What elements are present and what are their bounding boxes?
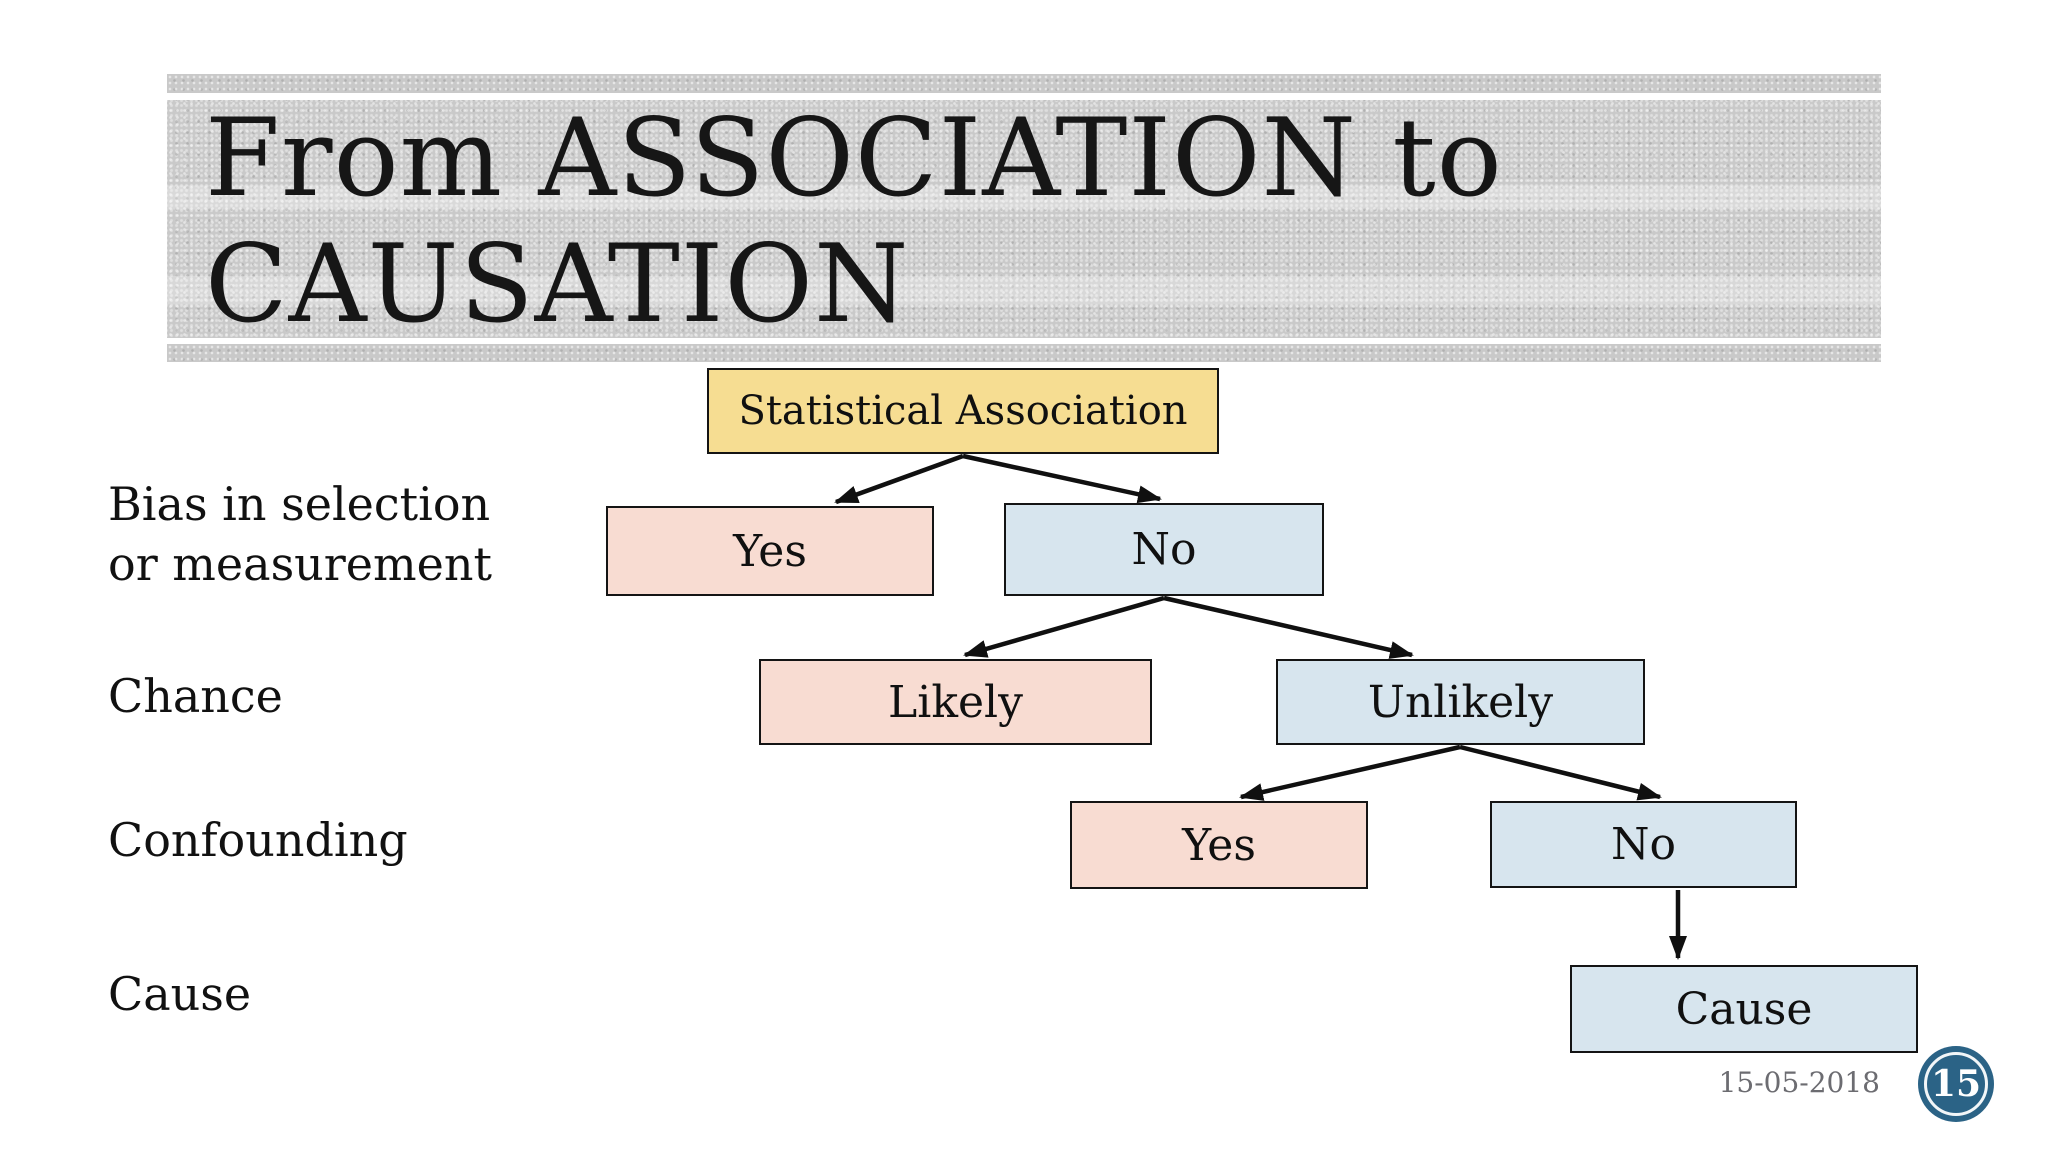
slide-date: 15-05-2018 (1718, 1066, 1880, 1099)
arrow-root-to-bias-no (962, 453, 1162, 504)
node-confounding-no: No (1490, 801, 1797, 888)
node-bias-yes: Yes (606, 506, 934, 596)
row-label-bias: Bias in selection or measurement (108, 474, 492, 594)
arrow-unlikely-to-conf-no (1459, 744, 1662, 801)
page-number: 15 (1930, 1063, 1982, 1105)
title-line-2: CAUSATION (205, 222, 910, 347)
node-confounding-yes: Yes (1070, 801, 1368, 889)
title-line-1: From ASSOCIATION to (205, 96, 1503, 221)
slide-title: From ASSOCIATION to CAUSATION (205, 96, 1503, 348)
arrow-unlikely-to-conf-yes (1239, 744, 1461, 801)
arrow-biasno-to-unlikely (1163, 595, 1414, 659)
node-chance-unlikely: Unlikely (1276, 659, 1645, 745)
row-label-chance: Chance (108, 669, 283, 723)
node-statistical-association: Statistical Association (707, 368, 1219, 454)
node-cause: Cause (1570, 965, 1918, 1053)
page-number-badge: 15 (1918, 1046, 1994, 1122)
title-banner: From ASSOCIATION to CAUSATION (167, 74, 1881, 364)
row-label-cause: Cause (108, 967, 252, 1021)
arrow-biasno-to-likely (963, 595, 1165, 658)
row-label-confounding: Confounding (108, 813, 408, 867)
banner-top-strip (167, 74, 1881, 93)
node-chance-likely: Likely (759, 659, 1152, 745)
banner-main-block: From ASSOCIATION to CAUSATION (167, 96, 1881, 347)
row-label-bias-line-2: or measurement (108, 537, 492, 591)
row-label-bias-line-1: Bias in selection (108, 477, 491, 531)
banner-bottom-strip (167, 344, 1881, 362)
node-bias-no: No (1004, 503, 1324, 596)
arrow-root-to-bias-yes (834, 453, 964, 505)
